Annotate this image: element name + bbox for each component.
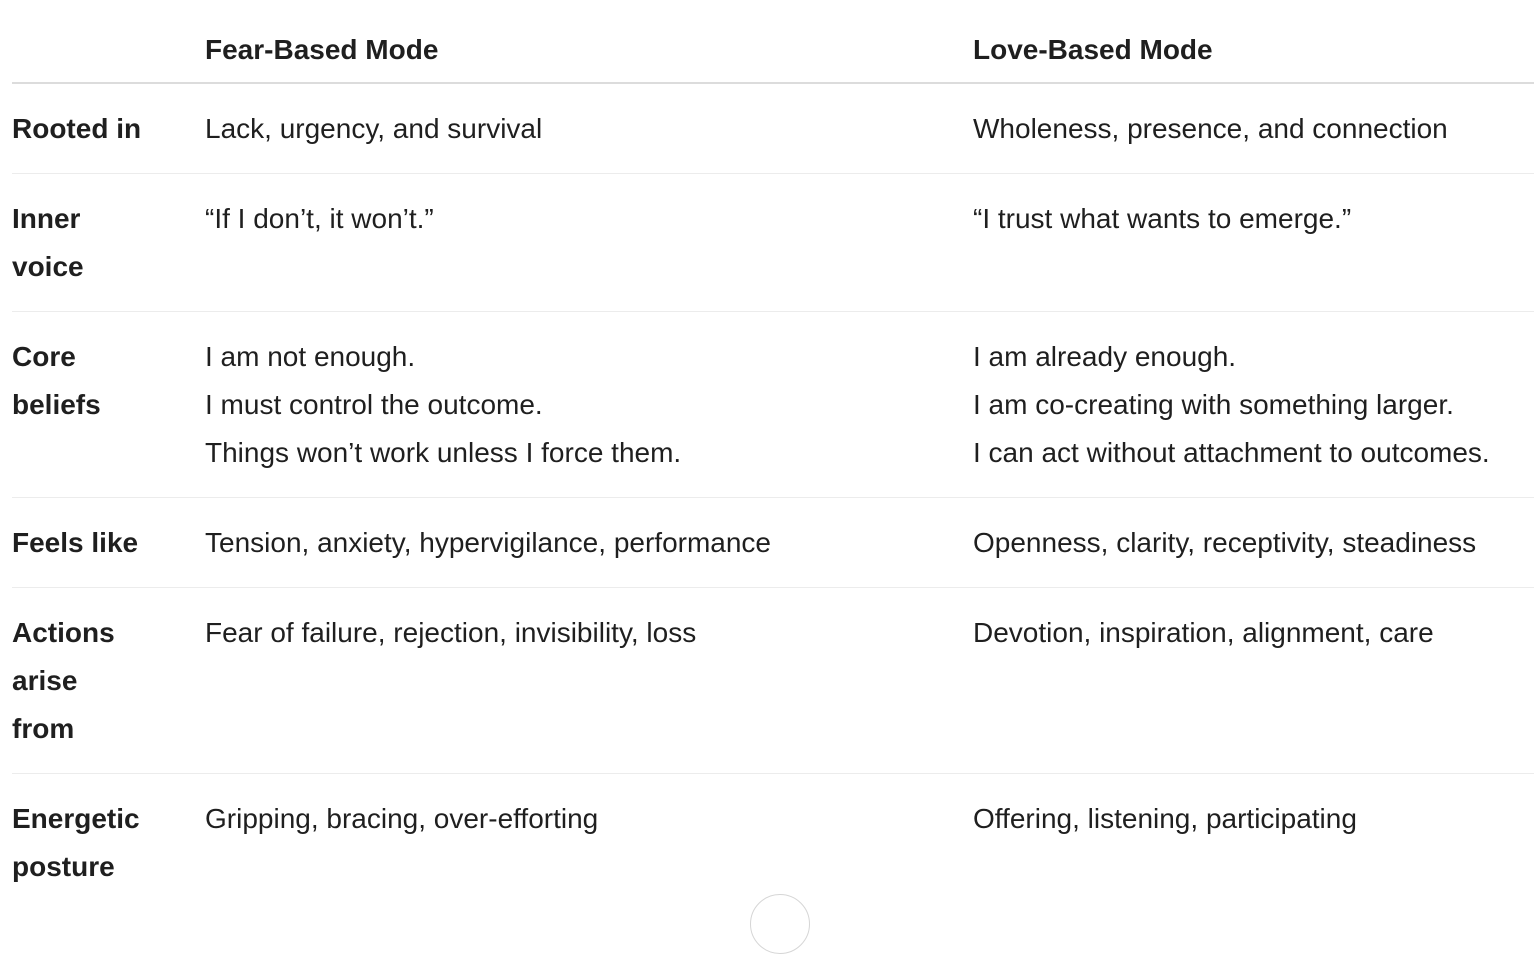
row-label-line: from [12,713,75,744]
fear-cell: Fear of failure, rejection, invisibility… [205,588,973,773]
table-row: Inner voice “If I don’t, it won’t.” “I t… [12,174,1534,312]
table-row: Rooted in Lack, urgency, and survival Wh… [12,84,1534,174]
love-cell: I am already enough. I am co-creating wi… [973,312,1534,497]
love-cell-line: Offering, listening, participating [973,803,1357,834]
header-label-cell [12,0,205,82]
row-label: Feels like [12,498,205,587]
row-label-line: Feels like [12,527,139,558]
row-label-line: Rooted in [12,113,142,144]
fear-cell-line: Lack, urgency, and survival [205,113,543,144]
row-label-line: Core [12,341,76,372]
love-cell-line: Devotion, inspiration, alignment, care [973,617,1434,648]
row-label-line: Actions [12,617,115,648]
row-label: Inner voice [12,174,205,311]
table-row: Feels like Tension, anxiety, hypervigila… [12,498,1534,588]
comparison-table: Fear-Based Mode Love-Based Mode Rooted i… [12,0,1534,906]
row-label: Rooted in [12,84,205,173]
fear-cell-line: I must control the outcome. [205,389,543,420]
row-label-line: voice [12,251,84,282]
love-cell-line: Wholeness, presence, and connection [973,113,1448,144]
table-header-row: Fear-Based Mode Love-Based Mode [12,0,1534,84]
fear-cell-line: Gripping, bracing, over-efforting [205,803,599,834]
row-label-line: Energetic [12,803,140,834]
love-cell-line: I can act without attachment to outcomes… [973,437,1490,468]
love-cell-line: “I trust what wants to emerge.” [973,203,1352,234]
fear-cell: I am not enough. I must control the outc… [205,312,973,497]
header-love-based-mode: Love-Based Mode [973,34,1213,65]
fear-cell: Lack, urgency, and survival [205,84,973,173]
fear-cell: “If I don’t, it won’t.” [205,174,973,311]
table-row: Core beliefs I am not enough. I must con… [12,312,1534,498]
fear-cell: Tension, anxiety, hypervigilance, perfor… [205,498,973,587]
row-label-line: beliefs [12,389,101,420]
fear-cell: Gripping, bracing, over-efforting [205,774,973,906]
love-cell: Offering, listening, participating [973,774,1534,906]
fear-cell-line: Fear of failure, rejection, invisibility… [205,617,697,648]
fear-cell-line: “If I don’t, it won’t.” [205,203,434,234]
fear-cell-line: I am not enough. [205,341,416,372]
love-cell: Openness, clarity, receptivity, steadine… [973,498,1534,587]
header-fear-based-mode: Fear-Based Mode [205,34,439,65]
row-label: Actions arise from [12,588,205,773]
row-label: Core beliefs [12,312,205,497]
table-row: Actions arise from Fear of failure, reje… [12,588,1534,774]
love-cell-line: I am already enough. [973,341,1237,372]
fear-cell-line: Tension, anxiety, hypervigilance, perfor… [205,527,772,558]
love-cell-line: Openness, clarity, receptivity, steadine… [973,527,1477,558]
row-label: Energetic posture [12,774,205,906]
love-cell: “I trust what wants to emerge.” [973,174,1534,311]
love-cell: Wholeness, presence, and connection [973,84,1534,173]
row-label-line: posture [12,851,115,882]
love-cell: Devotion, inspiration, alignment, care [973,588,1534,773]
love-cell-line: I am co-creating with something larger. [973,389,1454,420]
row-label-line: Inner [12,203,81,234]
row-label-line: arise [12,665,78,696]
fear-cell-line: Things won’t work unless I force them. [205,437,682,468]
scroll-down-button[interactable] [750,894,810,954]
table-row: Energetic posture Gripping, bracing, ove… [12,774,1534,906]
